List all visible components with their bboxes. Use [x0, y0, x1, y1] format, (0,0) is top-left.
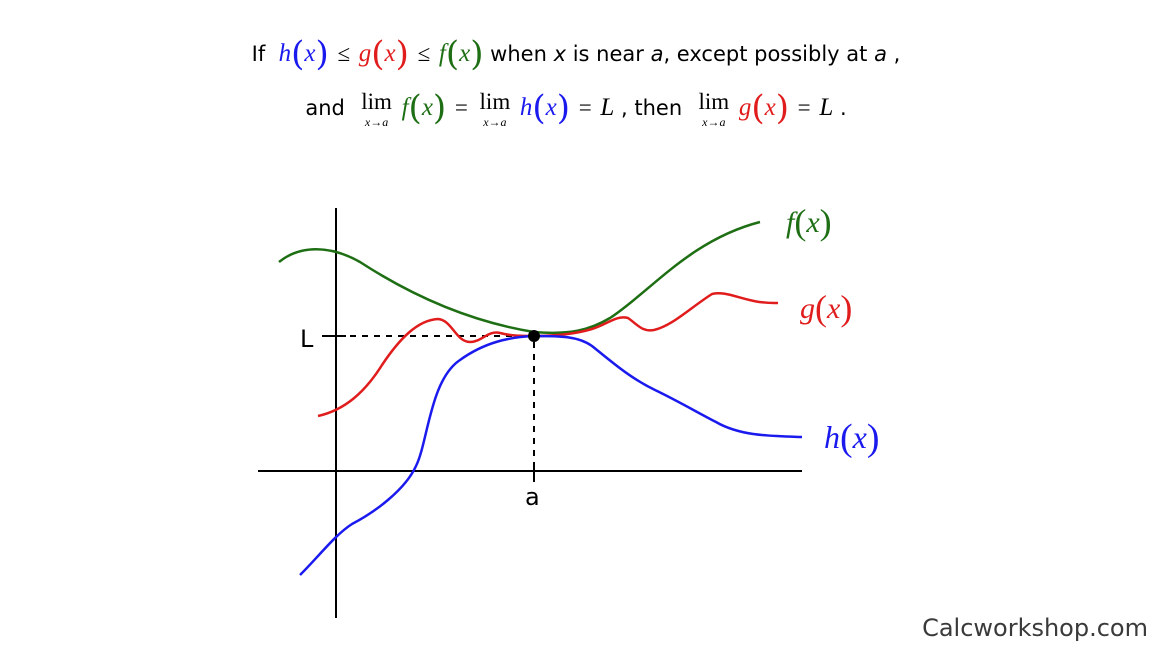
a-axis-label: a [525, 483, 540, 511]
period: . [839, 96, 847, 120]
near-phrase: is near [572, 42, 644, 66]
if-word: If [251, 42, 266, 66]
leq-symbol: ≤ [417, 41, 431, 66]
g-curve-label: g(x) [800, 288, 852, 328]
f-of-x-expr: f(x) [438, 34, 484, 74]
limit-point [528, 330, 540, 342]
g-curve [317, 292, 779, 418]
x-variable: x [553, 42, 567, 66]
h-curve [299, 334, 803, 576]
except-phrase: , except possibly at [663, 42, 868, 66]
g-of-x-expr: g(x) [738, 88, 789, 128]
h-of-x-expr: h(x) [519, 88, 571, 128]
then-phrase: , then [621, 96, 683, 120]
when-word: when [490, 42, 547, 66]
f-curve [278, 220, 761, 335]
f-curve-label: f(x) [786, 202, 832, 242]
equals-symbol: = [454, 95, 468, 120]
h-curve-label: h(x) [824, 417, 880, 459]
leq-symbol: ≤ [337, 41, 351, 66]
L-axis-label: L [300, 325, 314, 353]
a-variable: a [874, 42, 887, 66]
h-of-x-expr: h(x) [278, 34, 329, 74]
equals-symbol: = [578, 95, 592, 120]
limit-value-L: L [600, 94, 615, 121]
limit-value-L: L [819, 94, 834, 121]
g-of-x-expr: g(x) [358, 34, 409, 74]
calcworkshop-watermark: Calcworkshop.com [922, 614, 1148, 642]
comma: , [893, 42, 901, 66]
a-variable: a [650, 42, 664, 66]
equals-symbol: = [797, 95, 811, 120]
f-of-x-expr: f(x) [401, 88, 447, 128]
theorem-hypothesis-line: If h(x) ≤ g(x) ≤ f(x) when x is near a, … [0, 34, 1152, 74]
and-word: and [305, 96, 345, 120]
